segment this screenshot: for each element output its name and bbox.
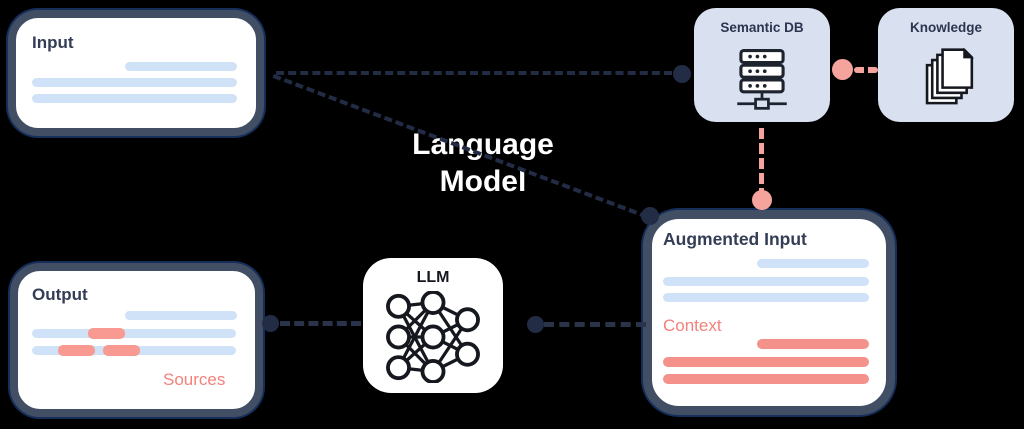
arrowhead-dot-semanticdb-to-augmented-input: [752, 190, 772, 210]
llm-title: LLM: [416, 269, 450, 286]
language-model-line1: Language: [412, 128, 554, 161]
language-model-label: Language Model: [383, 126, 583, 200]
output-skeleton-line-1: [125, 311, 237, 320]
document-stack-icon: [915, 35, 977, 122]
knowledge-title: Knowledge: [909, 20, 982, 35]
augmented-skeleton-line-3: [663, 293, 869, 302]
input-skeleton-line-2: [32, 78, 237, 87]
node-output: Output Sources: [10, 263, 263, 417]
input-skeleton-line-1: [125, 62, 237, 71]
node-semantic-db: Semantic DB: [694, 8, 830, 122]
arrowhead-dot-semanticdb: [673, 65, 691, 83]
output-highlight-3: [103, 345, 140, 356]
context-label: Context: [663, 316, 722, 335]
connector-llm-to-output: [280, 321, 361, 326]
augmented-skeleton-line-2: [663, 277, 869, 286]
language-model-line2: Model: [439, 165, 527, 198]
arrowhead-dot-output: [262, 315, 279, 332]
input-title: Input: [32, 33, 74, 52]
augmented-context-line-1: [757, 339, 869, 349]
node-augmented-input: Augmented Input Context: [643, 210, 895, 415]
neural-network-icon: [383, 291, 483, 383]
arrowhead-dot-augmented-input: [641, 207, 659, 225]
connector-input-to-semanticdb: [276, 71, 672, 75]
output-highlight-1: [88, 328, 125, 339]
arrowhead-dot-llm: [527, 316, 544, 333]
node-input: Input: [8, 10, 264, 136]
node-knowledge: Knowledge: [878, 8, 1014, 122]
output-title: Output: [32, 285, 88, 304]
augmented-context-line-2: [663, 357, 869, 367]
server-stack-icon: [729, 35, 795, 122]
connector-augmented-input-to-llm: [544, 322, 646, 327]
sources-label: Sources: [163, 370, 226, 389]
augmented-context-line-3: [663, 374, 869, 384]
augmented-skeleton-line-1: [757, 259, 869, 268]
augmented-input-title: Augmented Input: [663, 229, 807, 249]
input-skeleton-line-3: [32, 94, 237, 103]
connector-knowledge-to-semanticdb: [854, 67, 878, 73]
arrowhead-dot-knowledge-to-semanticdb: [832, 59, 853, 80]
node-llm: LLM: [363, 258, 503, 393]
output-highlight-2: [58, 345, 95, 356]
connector-semanticdb-to-augmented-input: [759, 128, 764, 192]
output-skeleton-line-2: [32, 329, 236, 338]
semantic-db-title: Semantic DB: [720, 20, 804, 35]
